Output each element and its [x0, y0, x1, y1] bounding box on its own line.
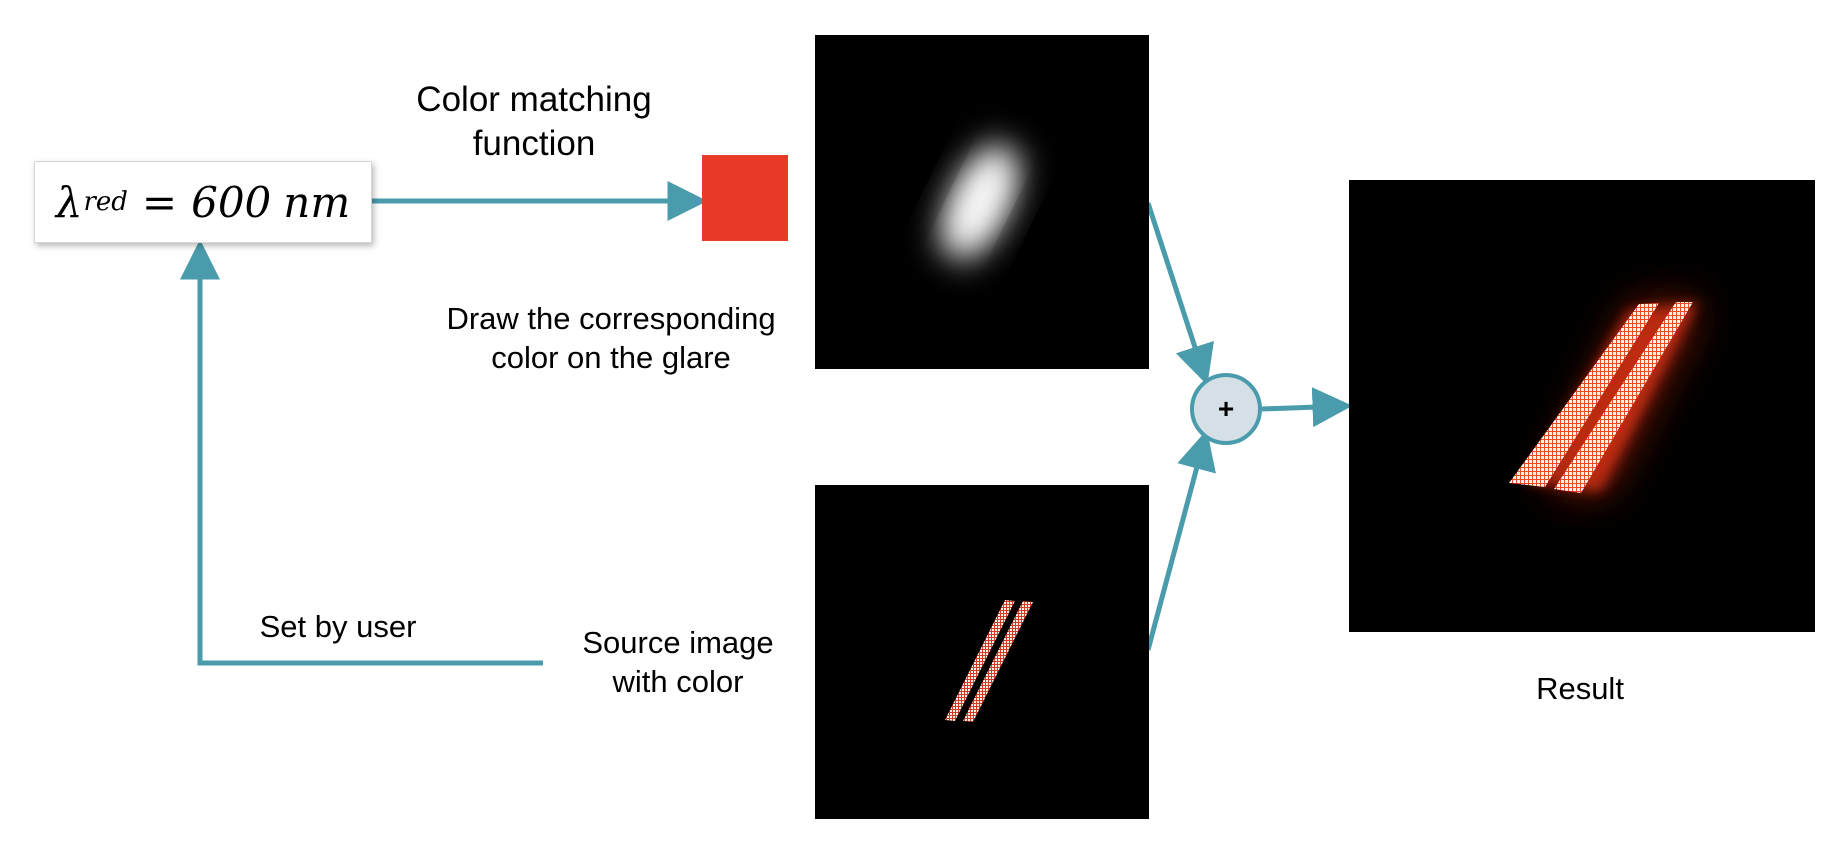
sum-operator: +: [1190, 373, 1262, 445]
arrow-sum-to-result: [1261, 387, 1353, 428]
source-image-label: Source image with color: [582, 625, 774, 699]
arrow-source-to-sum: [1145, 429, 1216, 651]
draw-color-label: Draw the corresponding color on the glar…: [446, 301, 776, 375]
source-image: [815, 485, 1149, 819]
arrow-source-to-formula: [180, 239, 543, 666]
formula-unit: nm: [283, 177, 351, 227]
color-swatch: [702, 155, 788, 241]
result-label: Result: [1536, 671, 1624, 706]
color-matching-label: Color matching function: [416, 80, 652, 163]
arrow-glare-to-sum: [1145, 202, 1214, 386]
formula-symbol: λ: [55, 177, 83, 227]
formula-equals: =: [141, 177, 178, 227]
result-image: [1349, 180, 1815, 632]
glare-image: [815, 35, 1149, 369]
formula-value: 600: [191, 177, 272, 227]
formula-subscript: red: [83, 187, 128, 217]
plus-icon: +: [1217, 393, 1235, 424]
set-by-user-label: Set by user: [259, 609, 417, 644]
